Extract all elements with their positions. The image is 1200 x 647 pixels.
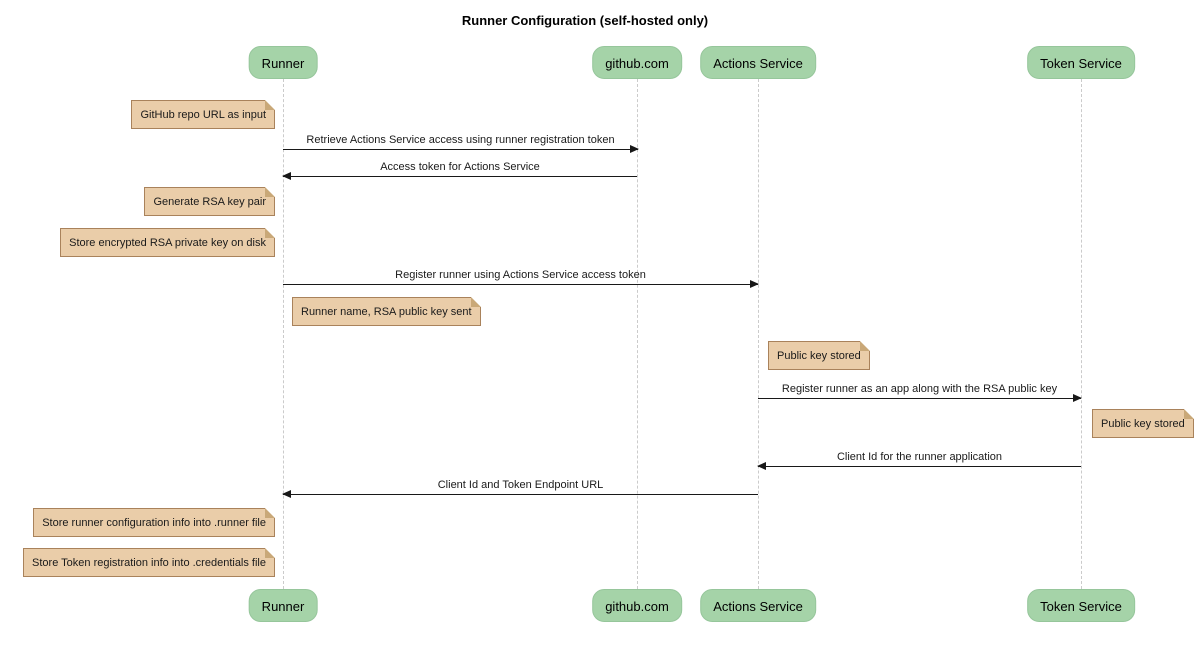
message-line xyxy=(283,149,638,150)
arrowhead-left-icon xyxy=(282,172,291,180)
participant-token-service-bottom: Token Service xyxy=(1027,589,1135,622)
participant-actions-service-bottom: Actions Service xyxy=(700,589,816,622)
participant-runner-bottom: Runner xyxy=(248,589,318,622)
arrowhead-left-icon xyxy=(282,490,291,498)
note-store-private-key: Store encrypted RSA private key on disk xyxy=(60,228,275,257)
message-line xyxy=(758,466,1081,467)
lifeline-runner xyxy=(283,79,284,589)
message-line xyxy=(283,176,637,177)
message-line xyxy=(758,398,1081,399)
participant-runner-top: Runner xyxy=(248,46,318,79)
participant-token-service-top: Token Service xyxy=(1027,46,1135,79)
lifeline-actions-service xyxy=(758,79,759,589)
message-label: Client Id for the runner application xyxy=(836,451,1003,463)
lifeline-token-service xyxy=(1081,79,1082,589)
note-github-repo-url: GitHub repo URL as input xyxy=(131,100,275,129)
message-label: Register runner using Actions Service ac… xyxy=(395,269,646,281)
note-generate-rsa: Generate RSA key pair xyxy=(144,187,275,216)
note-public-key-stored-token: Public key stored xyxy=(1092,409,1194,438)
message-line xyxy=(283,494,758,495)
note-public-key-stored-actions: Public key stored xyxy=(768,341,870,370)
message-label: Access token for Actions Service xyxy=(380,161,540,173)
arrowhead-right-icon xyxy=(1073,394,1082,402)
message-label: Retrieve Actions Service access using ru… xyxy=(306,134,615,146)
lifeline-github xyxy=(637,79,638,589)
arrowhead-right-icon xyxy=(630,145,639,153)
message-line xyxy=(283,284,758,285)
arrowhead-left-icon xyxy=(757,462,766,470)
participant-github-top: github.com xyxy=(592,46,682,79)
participant-actions-service-top: Actions Service xyxy=(700,46,816,79)
participant-github-bottom: github.com xyxy=(592,589,682,622)
note-runner-name-sent: Runner name, RSA public key sent xyxy=(292,297,481,326)
message-label: Register runner as an app along with the… xyxy=(781,383,1058,395)
diagram-title: Runner Configuration (self-hosted only) xyxy=(461,13,709,28)
note-store-credentials-file: Store Token registration info into .cred… xyxy=(23,548,275,577)
message-label: Client Id and Token Endpoint URL xyxy=(437,479,604,491)
note-store-runner-file: Store runner configuration info into .ru… xyxy=(33,508,275,537)
arrowhead-right-icon xyxy=(750,280,759,288)
